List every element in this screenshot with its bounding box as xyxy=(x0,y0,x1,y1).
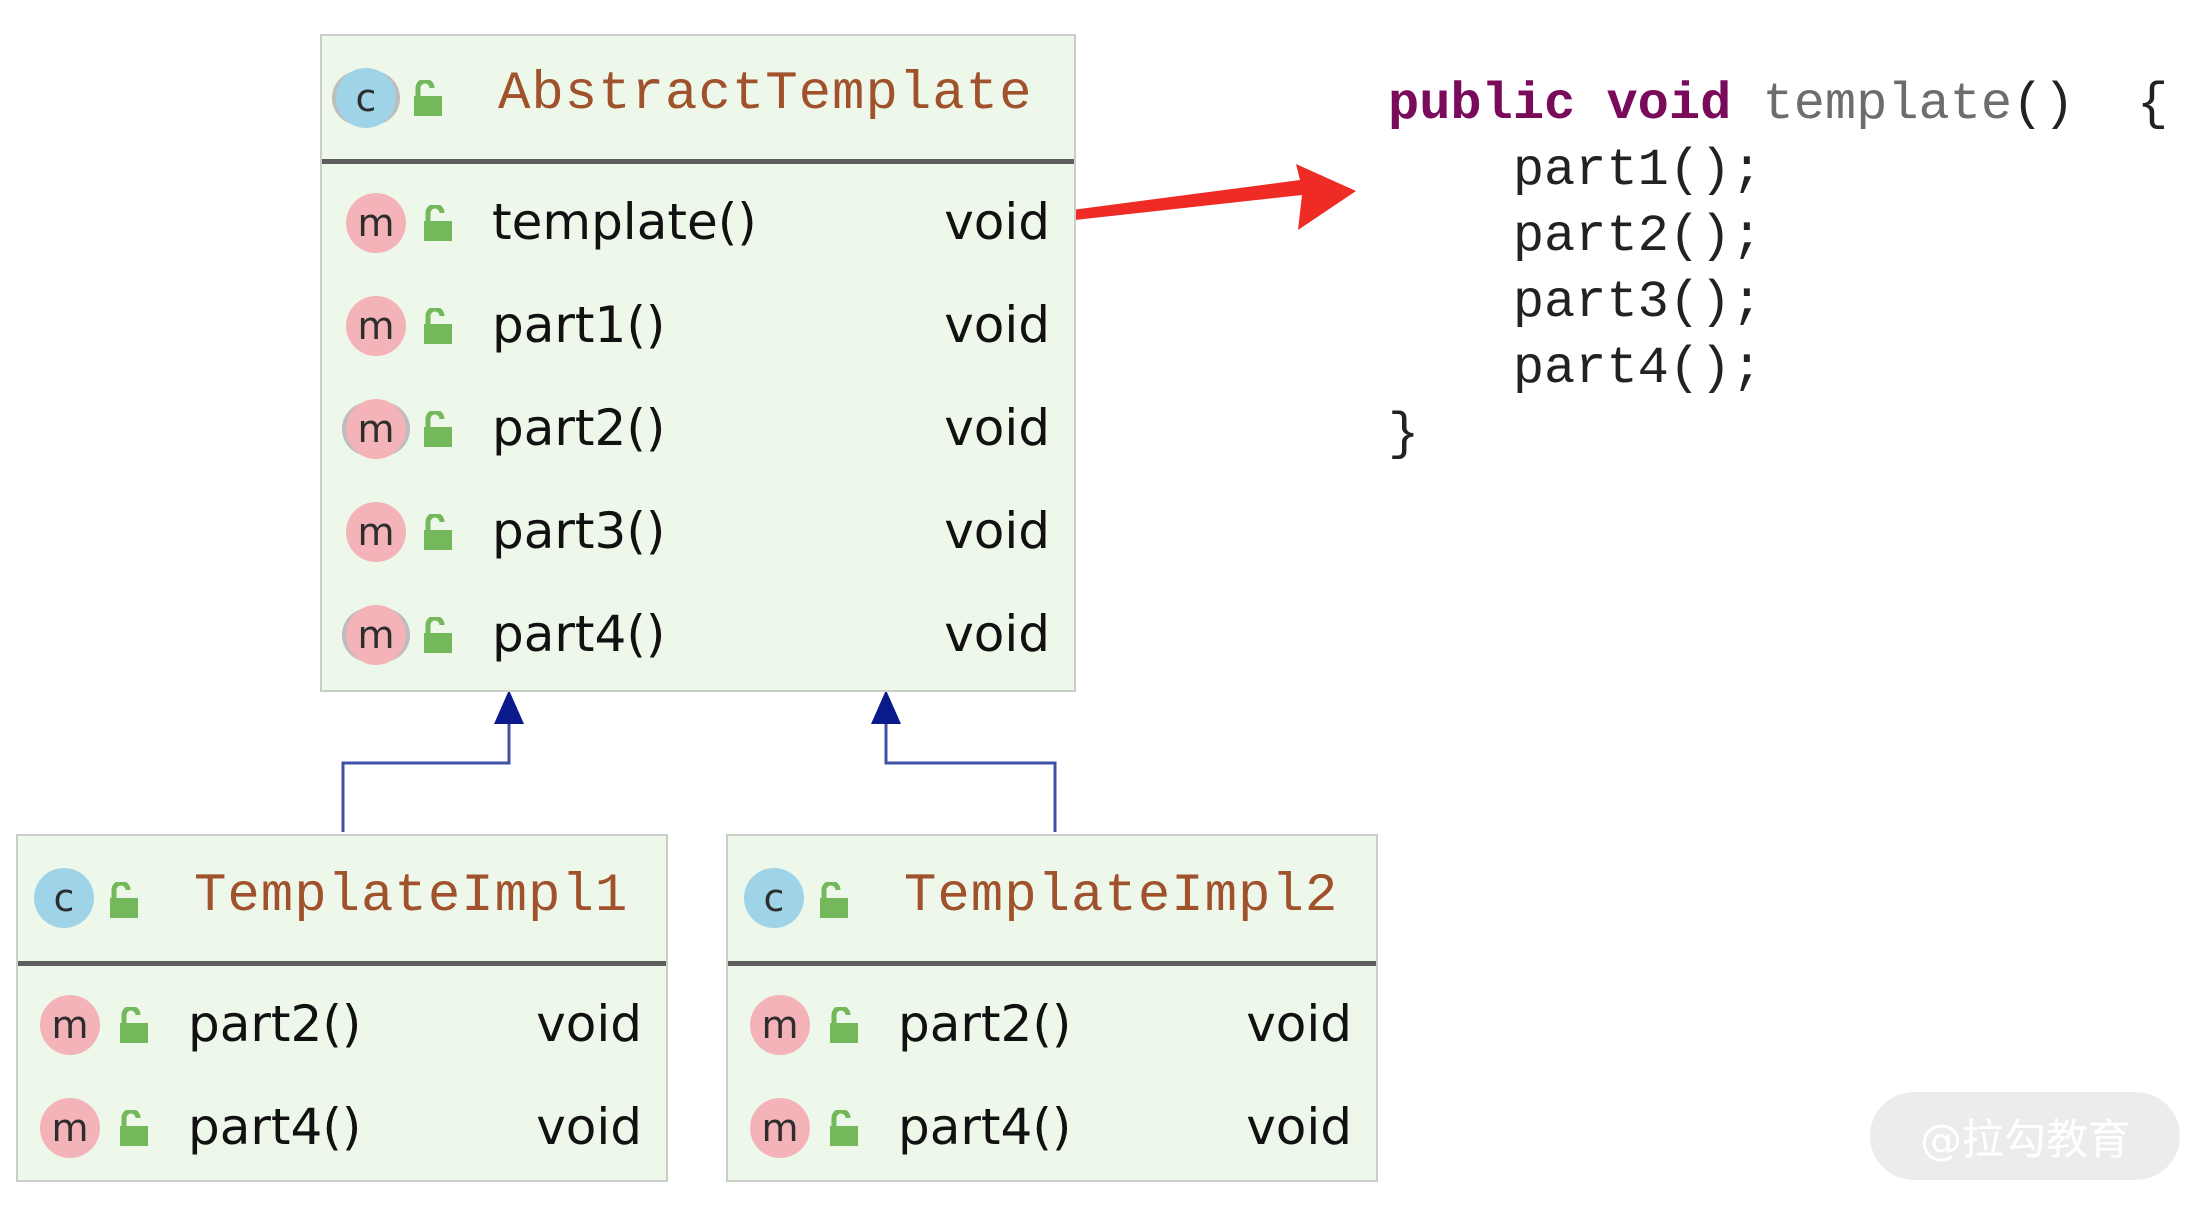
method-name: template() xyxy=(492,193,757,251)
abstract-method-badge-icon: m xyxy=(346,399,406,459)
method-badge-icon: m xyxy=(40,995,100,1055)
method-return-type: void xyxy=(1246,995,1352,1053)
code-signature-rest: () { xyxy=(2012,75,2169,134)
abstract-method-badge-icon: m xyxy=(346,605,406,665)
public-lock-icon xyxy=(424,617,452,653)
method-badge-icon: m xyxy=(346,296,406,356)
code-line: part3(); xyxy=(1512,273,1763,332)
class-header: c TemplateImpl2 xyxy=(728,836,1376,966)
class-header: c AbstractTemplate xyxy=(322,36,1074,164)
method-row[interactable]: m part4() void xyxy=(322,583,1074,686)
public-lock-icon xyxy=(424,308,452,344)
method-name: part3() xyxy=(492,502,666,560)
method-name: part1() xyxy=(492,296,666,354)
method-badge-icon: m xyxy=(346,502,406,562)
method-return-type: void xyxy=(944,399,1050,457)
method-badge-icon: m xyxy=(750,995,810,1055)
method-badge-icon: m xyxy=(346,193,406,253)
pointer-arrow xyxy=(1072,164,1356,230)
code-closing-brace: } xyxy=(1388,405,1420,464)
public-lock-icon xyxy=(830,1110,858,1146)
code-keyword-public: public xyxy=(1388,75,1576,134)
code-line: part1(); xyxy=(1512,141,1763,200)
method-row[interactable]: m part2() void xyxy=(322,377,1074,480)
class-header: c TemplateImpl1 xyxy=(18,836,666,966)
class-badge-icon: c xyxy=(744,868,804,928)
method-return-type: void xyxy=(536,995,642,1053)
class-badge-icon: c xyxy=(336,68,396,128)
method-name: part4() xyxy=(898,1098,1072,1156)
method-name: part4() xyxy=(492,605,666,663)
method-return-type: void xyxy=(944,296,1050,354)
public-lock-icon xyxy=(110,882,138,918)
code-line: part2(); xyxy=(1512,207,1763,266)
public-lock-icon xyxy=(424,411,452,447)
method-row[interactable]: m part4() void xyxy=(728,1076,1376,1179)
class-box-abstract-template[interactable]: c AbstractTemplate m template() void m p… xyxy=(320,34,1076,692)
code-snippet: public void template() { part1(); part2(… xyxy=(1388,72,2168,468)
public-lock-icon xyxy=(424,514,452,550)
code-keyword-void: void xyxy=(1606,75,1732,134)
method-row[interactable]: m part3() void xyxy=(322,480,1074,583)
method-badge-icon: m xyxy=(40,1098,100,1158)
watermark-badge: @拉勾教育 xyxy=(1870,1092,2180,1180)
class-box-template-impl1[interactable]: c TemplateImpl1 m part2() void m part4()… xyxy=(16,834,668,1182)
public-lock-icon xyxy=(820,882,848,918)
method-badge-icon: m xyxy=(750,1098,810,1158)
method-row[interactable]: m template() void xyxy=(322,171,1074,274)
method-return-type: void xyxy=(536,1098,642,1156)
code-function-name: template xyxy=(1762,75,2013,134)
method-row[interactable]: m part4() void xyxy=(18,1076,666,1179)
code-line: part4(); xyxy=(1512,339,1763,398)
inherit-arrowhead-impl1 xyxy=(494,690,524,724)
method-row[interactable]: m part2() void xyxy=(18,973,666,1076)
method-row[interactable]: m part2() void xyxy=(728,973,1376,1076)
method-name: part4() xyxy=(188,1098,362,1156)
method-name: part2() xyxy=(898,995,1072,1053)
method-return-type: void xyxy=(944,193,1050,251)
public-lock-icon xyxy=(120,1110,148,1146)
class-name: AbstractTemplate xyxy=(498,64,1033,125)
class-box-template-impl2[interactable]: c TemplateImpl2 m part2() void m part4()… xyxy=(726,834,1378,1182)
method-return-type: void xyxy=(944,605,1050,663)
method-return-type: void xyxy=(944,502,1050,560)
class-name: TemplateImpl1 xyxy=(194,866,629,927)
public-lock-icon xyxy=(424,205,452,241)
method-name: part2() xyxy=(492,399,666,457)
public-lock-icon xyxy=(120,1007,148,1043)
inherit-arrowhead-impl2 xyxy=(871,690,901,724)
method-row[interactable]: m part1() void xyxy=(322,274,1074,377)
public-lock-icon xyxy=(830,1007,858,1043)
public-lock-icon xyxy=(414,80,442,116)
inherit-line-impl1 xyxy=(341,722,511,832)
inherit-line-impl2 xyxy=(884,722,1057,832)
method-return-type: void xyxy=(1246,1098,1352,1156)
class-name: TemplateImpl2 xyxy=(904,866,1339,927)
class-badge-icon: c xyxy=(34,868,94,928)
method-name: part2() xyxy=(188,995,362,1053)
